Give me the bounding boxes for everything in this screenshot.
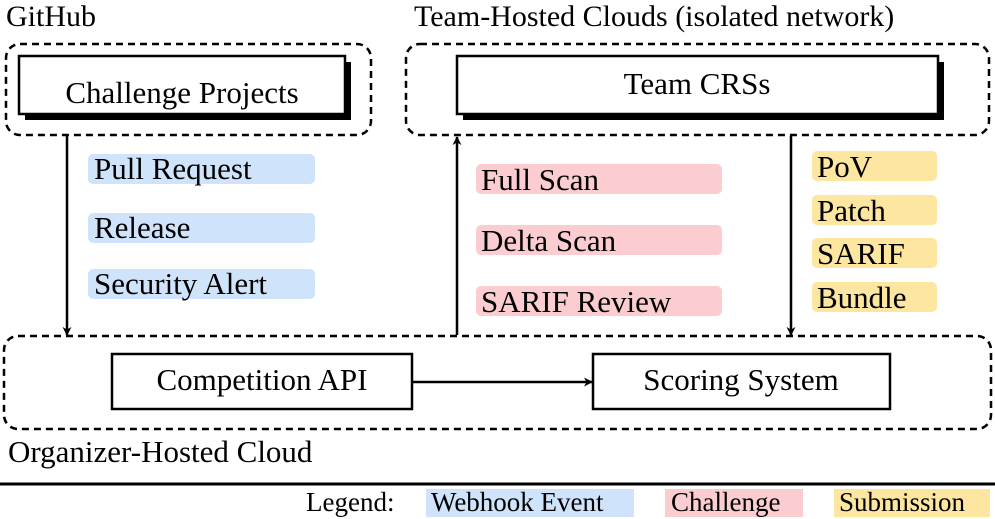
- challenge-highlight: [476, 286, 722, 316]
- challenge-projects-label: Challenge Projects: [65, 75, 298, 110]
- challenge-label: Delta Scan: [481, 223, 617, 258]
- team-clouds-region-title: Team-Hosted Clouds (isolated network): [414, 0, 894, 33]
- challenge-highlight: [476, 225, 722, 255]
- competition-api-box: Competition API: [110, 352, 414, 411]
- webhook-highlight: [88, 269, 315, 299]
- team-crss-label: Team CRSs: [624, 66, 771, 101]
- legend-webhook-label: Webhook Event: [431, 487, 604, 517]
- submission-highlight: [812, 195, 937, 225]
- submission-highlight: [812, 238, 937, 268]
- challenges-group: Full Scan Delta Scan SARIF Review: [476, 162, 722, 319]
- webhook-event-label: Release: [94, 210, 190, 245]
- organizer-cloud-region-title: Organizer-Hosted Cloud: [8, 434, 313, 469]
- github-region-title: GitHub: [6, 0, 96, 33]
- challenge-label: SARIF Review: [481, 284, 672, 319]
- legend-challenge-swatch: [665, 489, 803, 517]
- scoring-system-box: Scoring System: [591, 352, 892, 411]
- webhook-event-label: Pull Request: [94, 151, 252, 186]
- legend-webhook-swatch: [426, 489, 634, 517]
- submission-label: Patch: [817, 193, 886, 228]
- submission-label: PoV: [817, 149, 873, 184]
- legend-challenge-label: Challenge: [671, 487, 780, 517]
- webhook-events-group: Pull Request Release Security Alert: [88, 151, 315, 301]
- submission-highlight: [812, 151, 937, 181]
- organizer-cloud-region: [2, 334, 993, 431]
- webhook-highlight: [88, 154, 315, 184]
- submission-highlight: [812, 282, 937, 312]
- legend-submission-label: Submission: [839, 487, 966, 517]
- competition-api-label: Competition API: [157, 362, 368, 397]
- team-crss-box: Team CRSs: [455, 54, 944, 120]
- submissions-group: PoV Patch SARIF Bundle: [812, 149, 937, 315]
- webhook-highlight: [88, 213, 315, 243]
- scoring-system-label: Scoring System: [643, 362, 838, 397]
- legend-title: Legend:: [306, 487, 394, 517]
- github-region: [4, 42, 373, 137]
- challenge-highlight: [476, 164, 722, 194]
- challenge-label: Full Scan: [481, 162, 599, 197]
- submission-label: SARIF: [817, 236, 905, 271]
- team-clouds-region: [404, 42, 991, 137]
- webhook-event-label: Security Alert: [94, 266, 267, 301]
- legend: Legend: Webhook Event Challenge Submissi…: [306, 487, 990, 517]
- submission-label: Bundle: [817, 280, 907, 315]
- challenge-projects-box: Challenge Projects: [17, 54, 351, 120]
- legend-submission-swatch: [834, 489, 990, 517]
